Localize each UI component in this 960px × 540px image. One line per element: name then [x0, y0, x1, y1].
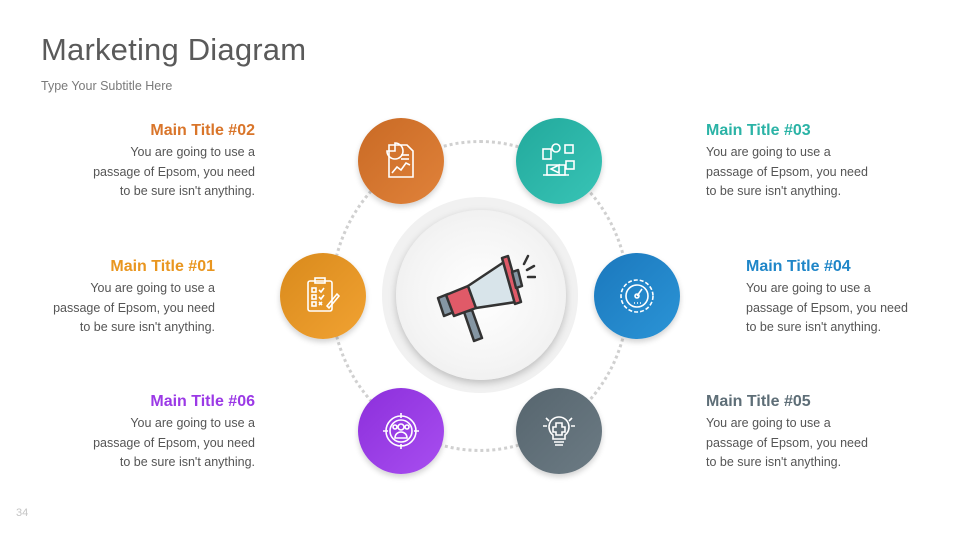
megaphone-icon	[436, 254, 536, 343]
item-06-line-1: You are going to use a	[130, 416, 255, 430]
item-02-line-3: to be sure isn't anything.	[119, 184, 255, 198]
item-03-title: Main Title #03	[706, 122, 811, 139]
item-04-line-3: to be sure isn't anything.	[746, 320, 882, 334]
item-05-title: Main Title #05	[706, 393, 811, 410]
item-04-line-1: You are going to use a	[746, 281, 871, 295]
checklist-icon	[307, 277, 341, 312]
item-06-title: Main Title #06	[150, 393, 255, 410]
item-05-line-2: passage of Epsom, you need	[706, 435, 868, 450]
item-01-block: Main Title #01 You are going to use a pa…	[0, 257, 215, 338]
report-chart-icon	[386, 142, 414, 178]
item-03-line-2: passage of Epsom, you need	[706, 164, 868, 179]
slide-title: Marketing Diagram	[41, 32, 307, 67]
item-03-block: Main Title #03 You are going to use a pa…	[706, 121, 926, 202]
target-audience-icon	[383, 413, 419, 449]
item-03-line-3: to be sure isn't anything.	[706, 184, 842, 198]
item-04-line-2: passage of Epsom, you need	[746, 300, 908, 315]
item-01-line-1: You are going to use a	[90, 281, 215, 295]
item-05-line-3: to be sure isn't anything.	[706, 455, 842, 469]
node-04	[594, 253, 680, 339]
node-05	[516, 388, 602, 474]
item-06-line-3: to be sure isn't anything.	[119, 455, 255, 469]
performance-gauge-icon	[620, 279, 654, 313]
node-02	[358, 118, 444, 204]
item-06-line-2: passage of Epsom, you need	[93, 435, 255, 450]
item-05-block: Main Title #05 You are going to use a pa…	[706, 392, 926, 473]
item-03-line-1: You are going to use a	[706, 145, 831, 159]
node-03	[516, 118, 602, 204]
center-circle	[396, 210, 566, 380]
item-02-line-1: You are going to use a	[130, 145, 255, 159]
node-06	[358, 388, 444, 474]
item-02-block: Main Title #02 You are going to use a pa…	[35, 121, 255, 202]
page-number: 34	[16, 507, 29, 519]
item-04-title: Main Title #04	[746, 258, 851, 275]
node-01	[280, 253, 366, 339]
item-02-title: Main Title #02	[150, 122, 255, 139]
idea-bulb-icon	[543, 416, 575, 446]
item-01-line-3: to be sure isn't anything.	[79, 320, 215, 334]
item-04-block: Main Title #04 You are going to use a pa…	[746, 257, 960, 338]
item-05-line-1: You are going to use a	[706, 416, 831, 430]
slide-subtitle: Type Your Subtitle Here	[41, 79, 173, 93]
item-02-line-2: passage of Epsom, you need	[93, 164, 255, 179]
item-01-line-2: passage of Epsom, you need	[53, 300, 215, 315]
item-01-title: Main Title #01	[110, 258, 215, 275]
social-media-marketing-icon	[542, 143, 575, 176]
item-06-block: Main Title #06 You are going to use a pa…	[35, 392, 255, 473]
